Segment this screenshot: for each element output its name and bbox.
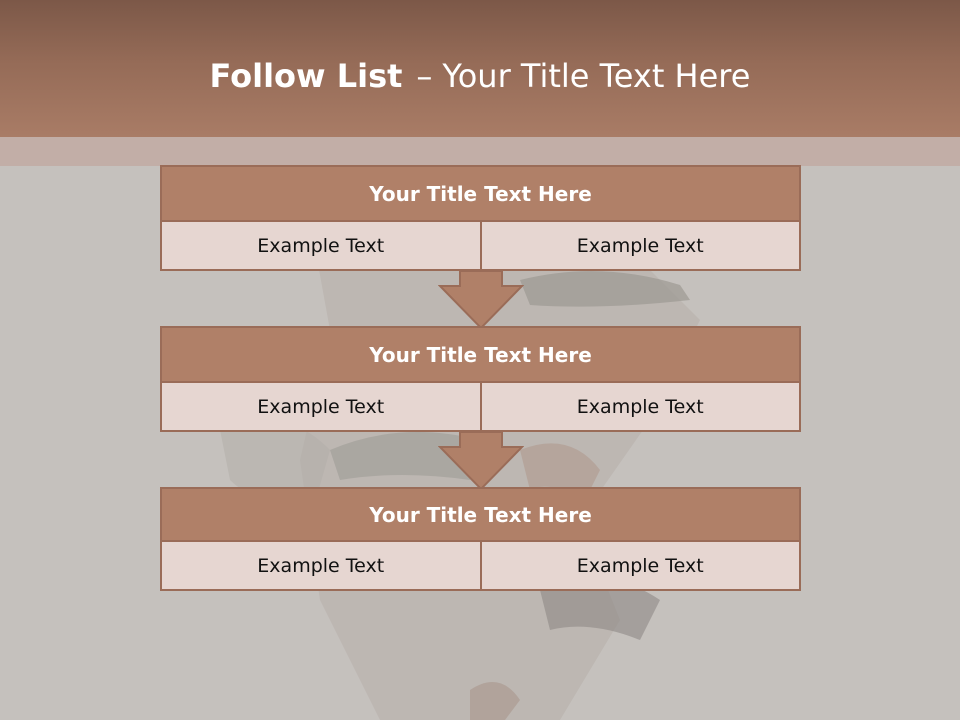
down-arrow-icon <box>438 270 524 330</box>
slide-title: Follow List–Your Title Text Here <box>0 56 960 96</box>
list-block-1: Your Title Text Here Example Text Exampl… <box>160 165 801 271</box>
block-row: Example Text Example Text <box>160 383 801 432</box>
block-title: Your Title Text Here <box>160 326 801 383</box>
block-title: Your Title Text Here <box>160 487 801 542</box>
block-row: Example Text Example Text <box>160 542 801 591</box>
block-cell-right: Example Text <box>479 222 800 269</box>
header-bar <box>0 0 960 137</box>
slide-title-bold: Follow List <box>209 57 403 95</box>
down-arrow-icon <box>438 431 524 491</box>
block-cell-left: Example Text <box>257 554 385 577</box>
block-title: Your Title Text Here <box>160 165 801 222</box>
block-cell-left: Example Text <box>257 395 385 418</box>
block-row: Example Text Example Text <box>160 222 801 271</box>
header-band <box>0 137 960 166</box>
block-cell-right: Example Text <box>479 383 800 430</box>
list-block-3: Your Title Text Here Example Text Exampl… <box>160 487 801 591</box>
slide-title-separator: – <box>416 57 433 95</box>
block-cell-right: Example Text <box>479 542 800 589</box>
slide-title-text: Your Title Text Here <box>442 57 751 95</box>
block-cell-left: Example Text <box>257 234 385 257</box>
list-block-2: Your Title Text Here Example Text Exampl… <box>160 326 801 432</box>
